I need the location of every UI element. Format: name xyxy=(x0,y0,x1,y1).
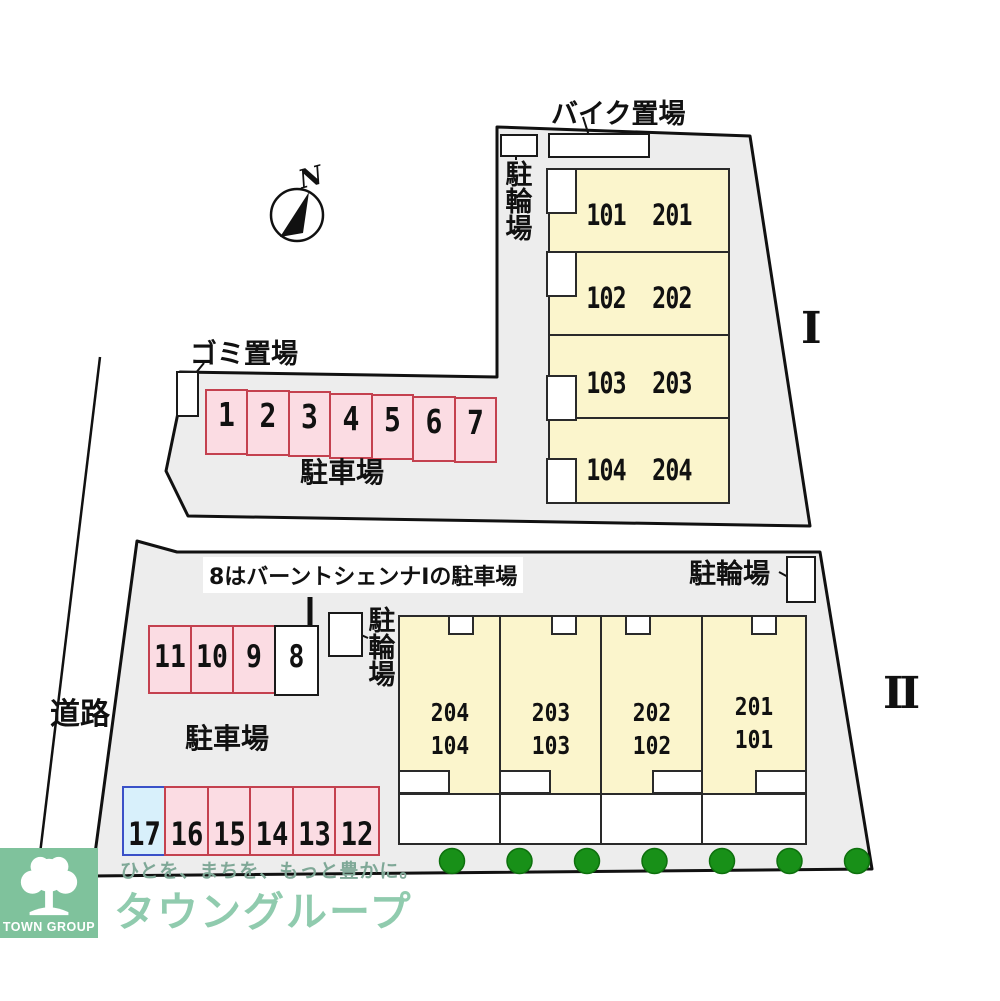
town-group-logo: TOWN GROUP xyxy=(0,848,98,938)
parking-space-number: 14 xyxy=(255,815,289,853)
unit-number-lower: 101 xyxy=(734,724,774,754)
unit-label: 204 104 xyxy=(408,697,493,762)
unit-number-upper: 204 xyxy=(430,698,470,727)
bike-storage-label: バイク置場 xyxy=(551,99,686,130)
building-2-unit-column: 203 103 xyxy=(499,615,603,845)
unit-label: 101 201 xyxy=(586,198,692,232)
bicycle-parking-area-2-left xyxy=(328,612,363,657)
logo-text: TOWN GROUP xyxy=(2,920,96,934)
unit-label: 103 203 xyxy=(586,366,692,400)
parking-space-number: 11 xyxy=(154,639,186,675)
footer-brand-name: タウングループ xyxy=(114,888,413,936)
building-2-notch xyxy=(448,615,474,635)
parking-space-number: 17 xyxy=(128,815,161,853)
parking-space: 16 xyxy=(164,786,210,856)
building-2-unit-column: 204 104 xyxy=(398,615,502,845)
building-2-porch xyxy=(652,770,704,794)
parking-space: 11 xyxy=(148,625,192,694)
parking-space-number: 15 xyxy=(213,815,246,853)
building-2-terrace xyxy=(499,793,603,845)
building-1-entry xyxy=(546,251,577,297)
parking-space: 13 xyxy=(292,786,337,856)
parking-space-number: 9 xyxy=(246,639,262,675)
parking-space-number: 6 xyxy=(425,402,443,441)
parking-space: 7 xyxy=(454,397,497,463)
footer-slogan: ひとを、まちを、もっと豊かに。 xyxy=(120,860,420,882)
parking-space: 4 xyxy=(329,393,373,459)
building-2-terrace xyxy=(701,793,807,845)
bicycle-parking-label-1: 駐輪場 xyxy=(500,160,532,241)
unit-label: 203 103 xyxy=(509,697,594,762)
bicycle-parking-label-2-left: 駐輪場 xyxy=(363,606,395,687)
unit-label: 202 102 xyxy=(610,697,695,762)
garbage-area-label: ゴミ置場 xyxy=(190,339,298,370)
building-2-porch xyxy=(499,770,551,794)
tree-icons xyxy=(438,847,871,875)
parking-space-number: 16 xyxy=(170,815,204,853)
building-1-unit-row: 102 202 xyxy=(548,251,730,338)
parking-space-number: 13 xyxy=(298,815,331,853)
unit-number-upper: 201 xyxy=(734,692,774,721)
building-1-unit-row: 104 204 xyxy=(548,417,730,504)
bicycle-parking-area-2-right xyxy=(786,556,816,603)
compass-icon xyxy=(269,187,325,243)
unit-number-upper: 202 xyxy=(632,698,672,727)
parking-space: 15 xyxy=(207,786,252,856)
parking-space: 17 xyxy=(122,786,167,856)
building-2-terrace xyxy=(600,793,704,845)
building-2-notch xyxy=(625,615,651,635)
parking-space-number: 10 xyxy=(196,639,228,675)
garbage-area xyxy=(176,371,199,417)
parking-space: 5 xyxy=(371,394,414,460)
parking-space-number: 7 xyxy=(467,403,484,442)
parking-space: 1 xyxy=(205,389,248,455)
building-1-unit-row: 101 201 xyxy=(548,168,730,255)
building-1-entry xyxy=(546,458,577,504)
parking-space: 10 xyxy=(190,625,234,694)
parking-space-number: 5 xyxy=(384,400,401,439)
unit-label: 104 204 xyxy=(586,453,692,487)
building-2-unit-column: 201 101 xyxy=(701,615,807,845)
parking-space-number: 3 xyxy=(301,397,318,436)
town-group-tree-icon xyxy=(20,856,78,916)
parking-space: 8 xyxy=(274,625,319,696)
building-2-porch xyxy=(398,770,450,794)
unit-number-lower: 104 xyxy=(430,730,470,760)
parcel-2-roman-numeral: II xyxy=(883,668,920,719)
parking-space-number: 4 xyxy=(342,399,360,438)
parking-space-number: 12 xyxy=(340,815,374,853)
building-2-notch xyxy=(751,615,777,635)
parking-area-label-2: 駐車場 xyxy=(185,722,270,755)
annotation-note: 8はバーントシェンナⅠの駐車場 xyxy=(203,557,524,593)
parking-space-number: 2 xyxy=(259,396,277,435)
bike-storage-area xyxy=(548,133,650,158)
unit-number-lower: 103 xyxy=(531,730,571,760)
building-2-porch xyxy=(755,770,807,794)
building-2-terrace xyxy=(398,793,502,845)
road-line xyxy=(30,356,102,921)
unit-label: 102 202 xyxy=(586,281,692,315)
bicycle-parking-area-1 xyxy=(500,134,538,157)
building-2-unit-column: 202 102 xyxy=(600,615,704,845)
parking-space: 6 xyxy=(412,396,456,462)
building-1-entry xyxy=(546,168,577,214)
parking-space: 12 xyxy=(334,786,380,856)
unit-label: 201 101 xyxy=(711,691,798,756)
parking-space-number: 8 xyxy=(288,639,305,675)
unit-number-lower: 102 xyxy=(632,730,672,760)
parking-space: 3 xyxy=(288,391,331,457)
parking-space: 14 xyxy=(249,786,295,856)
building-2-notch xyxy=(551,615,577,635)
bicycle-parking-label-2-right: 駐輪場 xyxy=(689,559,770,590)
parking-space: 9 xyxy=(232,625,276,694)
parking-space-number: 1 xyxy=(218,395,235,434)
road-label: 道路 xyxy=(50,697,110,732)
parcel-1-roman-numeral: I xyxy=(801,303,822,354)
parking-area-label-1: 駐車場 xyxy=(300,456,385,489)
unit-number-upper: 203 xyxy=(531,698,571,727)
building-1-entry xyxy=(546,375,577,421)
parking-space: 2 xyxy=(246,390,290,456)
